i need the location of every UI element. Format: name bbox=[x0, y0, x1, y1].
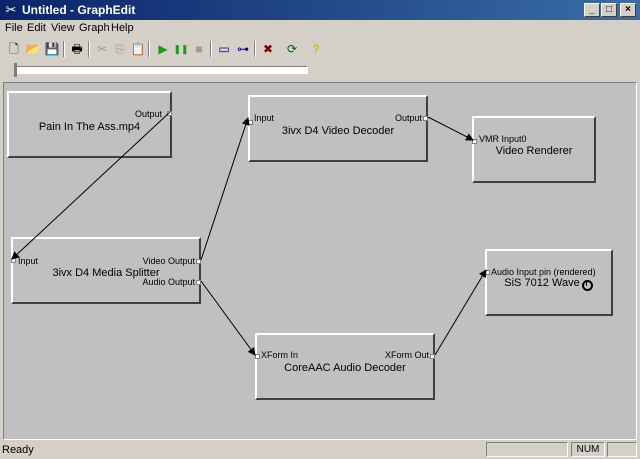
help-icon[interactable]: ? bbox=[312, 42, 320, 56]
copy-icon[interactable]: ⎘ bbox=[115, 42, 125, 56]
filter-sis-wave[interactable]: Audio Input pin (rendered) SiS 7012 Wave bbox=[485, 249, 613, 316]
pause-icon[interactable]: ❚❚ bbox=[173, 44, 189, 54]
open-folder-icon[interactable]: 📂 bbox=[25, 42, 41, 56]
disconnect-icon[interactable]: ✖ bbox=[262, 42, 274, 56]
input-pin[interactable] bbox=[255, 354, 260, 359]
status-pane bbox=[486, 442, 568, 457]
menu-edit[interactable]: Edit bbox=[27, 22, 46, 34]
menu-graph[interactable]: Graph bbox=[79, 22, 110, 34]
filter-splitter[interactable]: 3ivx D4 Media Splitter Input Video Outpu… bbox=[11, 237, 201, 304]
filter-name: SiS 7012 Wave bbox=[504, 277, 580, 289]
play-icon[interactable]: ▶ bbox=[158, 42, 168, 56]
pin-label: XForm In bbox=[261, 350, 299, 360]
seek-thumb[interactable] bbox=[14, 63, 17, 77]
menu-view[interactable]: View bbox=[51, 22, 75, 34]
print-icon[interactable]: 🖶 bbox=[71, 42, 83, 56]
close-button[interactable]: × bbox=[620, 3, 636, 17]
filter-audio-decoder[interactable]: XForm In XForm Out CoreAAC Audio Decoder bbox=[255, 333, 435, 400]
input-pin[interactable] bbox=[11, 258, 16, 263]
pin-label: XForm Out bbox=[384, 350, 429, 360]
filter-source[interactable]: Pain In The Ass.mp4 Output bbox=[7, 91, 172, 158]
reference-clock-icon bbox=[582, 280, 593, 291]
filter-name: 3ivx D4 Media Splitter bbox=[52, 267, 160, 279]
input-pin[interactable] bbox=[248, 120, 253, 125]
pin-label: VMR Input0 bbox=[479, 134, 527, 144]
pin-label: Audio Output bbox=[142, 277, 195, 287]
filter-name: 3ivx D4 Video Decoder bbox=[281, 125, 395, 137]
seek-slider[interactable] bbox=[14, 63, 308, 77]
filter-name: CoreAAC Audio Decoder bbox=[284, 362, 406, 374]
pin-label: Input bbox=[18, 256, 39, 266]
refresh-icon[interactable]: ⟳ bbox=[286, 42, 298, 56]
menu-file[interactable]: File bbox=[5, 22, 23, 34]
new-file-icon[interactable]: 🗋 bbox=[9, 42, 19, 56]
paste-icon[interactable]: 📋 bbox=[130, 42, 146, 56]
num-lock-indicator: NUM bbox=[571, 442, 605, 457]
pin-label: Input bbox=[254, 113, 275, 123]
toolbar-separator bbox=[210, 41, 212, 57]
output-pin[interactable] bbox=[430, 354, 435, 359]
toolbar-separator bbox=[254, 41, 256, 57]
filter-video-renderer[interactable]: VMR Input0 Video Renderer bbox=[472, 116, 596, 183]
audio-output-pin[interactable] bbox=[196, 280, 201, 285]
filter-name: Pain In The Ass.mp4 bbox=[38, 121, 141, 133]
graphedit-app-icon[interactable]: ✂ bbox=[5, 2, 17, 17]
toolbar-separator bbox=[63, 41, 65, 57]
cut-icon[interactable]: ✂ bbox=[96, 42, 108, 56]
status-bar: Ready NUM bbox=[0, 440, 640, 459]
stop-icon[interactable]: ■ bbox=[195, 42, 203, 56]
filter-properties-icon[interactable]: ▭ bbox=[218, 42, 230, 56]
title-bar[interactable]: ✂ Untitled - GraphEdit _ □ × bbox=[0, 0, 640, 20]
output-pin[interactable] bbox=[423, 116, 428, 121]
save-icon[interactable]: 💾 bbox=[44, 42, 60, 56]
pin-label: Output bbox=[394, 113, 422, 123]
video-output-pin[interactable] bbox=[196, 259, 201, 264]
input-pin[interactable] bbox=[485, 270, 490, 275]
input-pin[interactable] bbox=[472, 139, 477, 144]
maximize-button[interactable]: □ bbox=[601, 3, 617, 17]
filter-video-decoder[interactable]: 3ivx D4 Video Decoder Input Output bbox=[248, 95, 428, 162]
pin-label: Video Output bbox=[142, 256, 195, 266]
window-title: Untitled - GraphEdit bbox=[22, 3, 136, 17]
toolbar: 🗋 📂 💾 🖶 ✂ ⎘ 📋 ▶ ❚❚ ■ ▭ ⊶ ✖ ⟳ ? bbox=[0, 38, 640, 60]
pin-label: Audio Input pin (rendered) bbox=[491, 267, 596, 277]
status-text: Ready bbox=[2, 444, 34, 456]
toolbar-separator bbox=[148, 41, 150, 57]
filter-name: Video Renderer bbox=[495, 145, 573, 157]
status-pane bbox=[607, 442, 637, 457]
menu-help[interactable]: Help bbox=[111, 22, 134, 34]
connect-icon[interactable]: ⊶ bbox=[237, 42, 249, 56]
menu-bar: File Edit View Graph Help bbox=[0, 20, 640, 38]
output-pin[interactable] bbox=[167, 111, 172, 116]
toolbar-separator bbox=[88, 41, 90, 57]
minimize-button[interactable]: _ bbox=[584, 3, 600, 17]
pin-label: Output bbox=[134, 109, 162, 119]
